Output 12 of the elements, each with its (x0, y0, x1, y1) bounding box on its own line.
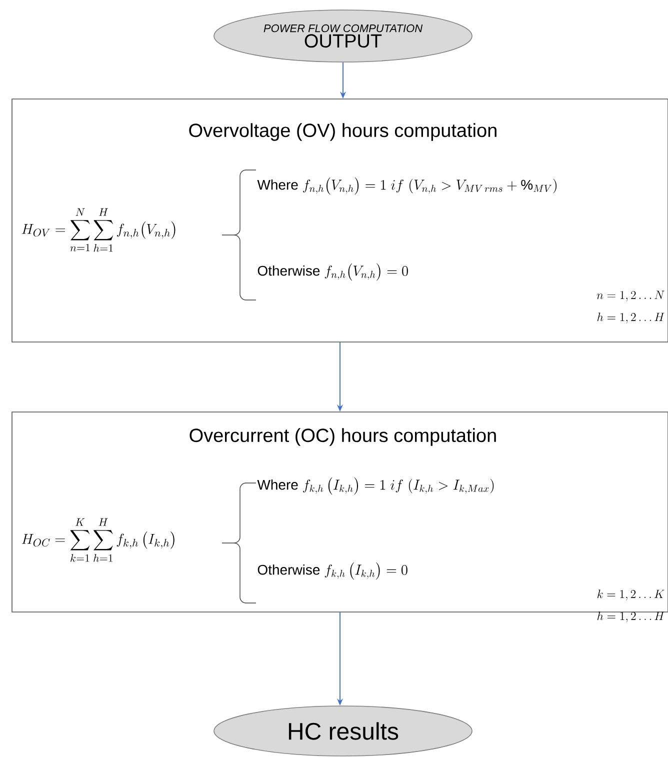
condition-formula: $\text{Otherwise } f_{n,h}\bigl(V_{n,h}\bigr) = 0$ (258, 263, 408, 281)
box-title: Overvoltage (OV) hours computation (189, 123, 496, 141)
index-range: $k = 1,2 \ldots K$ (597, 590, 664, 600)
condition-formula: $\text{Otherwise } f_{k,h}\,\bigl(I_{k,h}\bigr) = 0$ (258, 562, 408, 580)
sum-formula: $H_{OC} = \sum_{k=1}^{K}\sum_{h=1}^{H} f_{k,h}\,\bigl(I_{k,h}\bigr)$ (22, 518, 174, 562)
index-range: $h = 1,2 \ldots H$ (597, 612, 664, 622)
condition-formula: $\text{Where } f_{k,h}\,\bigl(I_{k,h}\bigr) = 1 \; if \; (I_{k,h} > I_{k,Max})$ (257, 477, 494, 495)
condition-formula: $\text{Where } f_{n,h}\bigl(V_{n,h}\bigr) = 1 \; if \; (V_{n,h} > V_{MV\,rms} + \%_{MV})$ (257, 177, 556, 195)
index-range: $n = 1,2 \ldots N$ (596, 290, 664, 302)
sum-formula: $H_{OV} = \sum_{n=1}^{N}\sum_{h=1}^{H} f_{n,h}\bigl(V_{n,h}\bigr)$ (22, 208, 176, 252)
index-range: $h = 1,2 \ldots H$ (597, 312, 664, 324)
box-title: Overcurrent (OC) hours computation (190, 428, 496, 446)
